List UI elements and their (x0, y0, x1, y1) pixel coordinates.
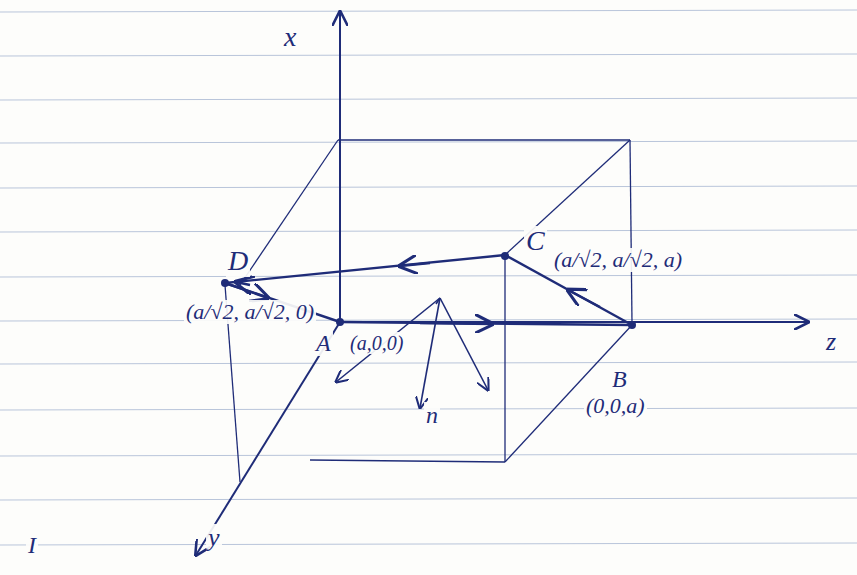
current-label: I (26, 532, 38, 558)
point-label: B (610, 366, 629, 392)
coordinate-label: (a,0,0) (348, 332, 405, 354)
point-d (221, 279, 229, 287)
vector-label: n (424, 402, 440, 428)
point-label: C (524, 226, 547, 257)
point-label: A (314, 330, 333, 356)
coordinate-label: (0,0,a) (584, 394, 647, 418)
axis-label: z (824, 328, 838, 357)
ruled-lines (0, 10, 857, 545)
point-label: D (226, 246, 250, 277)
coordinate-label: (a/√2, a/√2, a) (552, 248, 684, 272)
point-c (501, 252, 509, 260)
axis-label: y (206, 524, 222, 553)
point-a (336, 318, 344, 326)
axes (196, 12, 808, 555)
coordinate-label: (a/√2, a/√2, 0) (184, 300, 316, 324)
point-b (628, 321, 636, 329)
field-arrows (336, 298, 488, 408)
axis-label: x (282, 22, 298, 53)
